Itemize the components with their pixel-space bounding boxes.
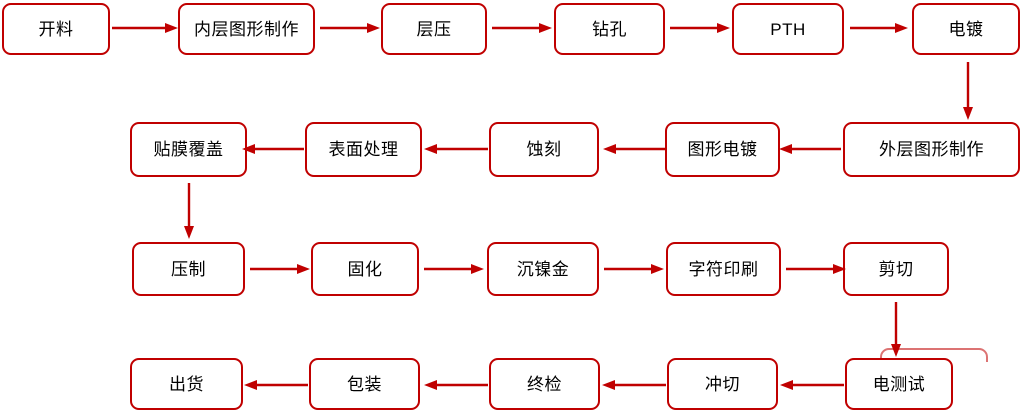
flow-node-chennijin[interactable]: 沉镍金 [487, 242, 599, 296]
flow-arrow-left-7 [424, 377, 488, 393]
flow-arrow-right-4 [670, 20, 730, 36]
flow-node-label: 蚀刻 [526, 140, 562, 159]
flow-arrow-left-4 [242, 141, 304, 157]
flow-arrow-right-2 [320, 20, 380, 36]
flow-node-zifu-yinshua[interactable]: 字符印刷 [666, 242, 781, 296]
flow-arrow-left-8 [244, 377, 308, 393]
flow-node-biaomian-chuli[interactable]: 表面处理 [305, 122, 422, 177]
flow-arrow-down-3 [888, 302, 904, 357]
flow-node-label: 外层图形制作 [879, 140, 984, 159]
flow-node-chongqie[interactable]: 冲切 [667, 358, 778, 410]
flow-arrow-left-2 [603, 141, 665, 157]
flow-node-ceya[interactable]: 层压 [381, 3, 487, 55]
flow-arrow-left-5 [780, 377, 844, 393]
flow-node-label: 出货 [169, 374, 204, 394]
flow-node-label: 压制 [171, 259, 206, 279]
flow-arrow-down-2 [181, 183, 197, 239]
flow-node-label: 电镀 [948, 19, 984, 39]
flow-node-label: 终检 [527, 374, 562, 394]
flow-node-label: 钻孔 [592, 19, 627, 39]
flow-node-label: 沉镍金 [516, 259, 570, 279]
flow-node-label: 贴膜覆盖 [153, 140, 224, 159]
flow-arrow-right-7 [424, 261, 484, 277]
flow-arrow-right-8 [604, 261, 664, 277]
flow-node-label: 内层图形制作 [194, 19, 299, 39]
flow-node-zuankong[interactable]: 钻孔 [554, 3, 665, 55]
flow-arrow-left-3 [424, 141, 488, 157]
flow-node-tiemo-fugai[interactable]: 贴膜覆盖 [130, 122, 247, 177]
flow-arrow-right-6 [250, 261, 310, 277]
flow-arrow-right-1 [112, 20, 178, 36]
flow-arrow-right-9 [786, 261, 846, 277]
flow-node-label: 层压 [416, 19, 452, 39]
flow-node-yazhi[interactable]: 压制 [132, 242, 245, 296]
flow-node-label: 表面处理 [328, 140, 399, 159]
flow-arrow-right-5 [850, 20, 908, 36]
flow-node-label: 包装 [347, 374, 382, 394]
flow-node-shike[interactable]: 蚀刻 [489, 122, 599, 177]
flow-arrow-left-6 [602, 377, 666, 393]
flow-node-zhongjian[interactable]: 终检 [489, 358, 600, 410]
flow-arrow-right-3 [492, 20, 552, 36]
flow-node-label: 图形电镀 [687, 140, 758, 159]
flow-node-jianqie[interactable]: 剪切 [843, 242, 949, 296]
flow-node-diandu[interactable]: 电镀 [912, 3, 1020, 55]
flow-node-label: 固化 [347, 259, 383, 279]
flow-node-label: PTH [770, 19, 806, 39]
flow-arrow-down-1 [960, 62, 976, 120]
flow-node-dianceshi[interactable]: 电测试 [845, 358, 953, 410]
flow-node-label: 电测试 [872, 374, 926, 394]
flow-node-guhua[interactable]: 固化 [311, 242, 419, 296]
flow-node-label: 开料 [38, 19, 74, 39]
flow-node-label: 冲切 [705, 374, 740, 394]
flow-node-label: 字符印刷 [688, 259, 759, 279]
flow-node-waiceng-tuxing-zhizuo[interactable]: 外层图形制作 [843, 122, 1020, 177]
flow-node-neiceng-tuxing-zhizuo[interactable]: 内层图形制作 [178, 3, 315, 55]
flow-node-chuhuo[interactable]: 出货 [130, 358, 243, 410]
flow-node-label: 剪切 [878, 259, 914, 279]
flow-node-baozhuang[interactable]: 包装 [309, 358, 420, 410]
flow-node-kailiao[interactable]: 开料 [2, 3, 110, 55]
flow-arrow-left-1 [779, 141, 841, 157]
flow-node-tuxing-diandu[interactable]: 图形电镀 [665, 122, 780, 177]
flow-node-pth[interactable]: PTH [732, 3, 844, 55]
